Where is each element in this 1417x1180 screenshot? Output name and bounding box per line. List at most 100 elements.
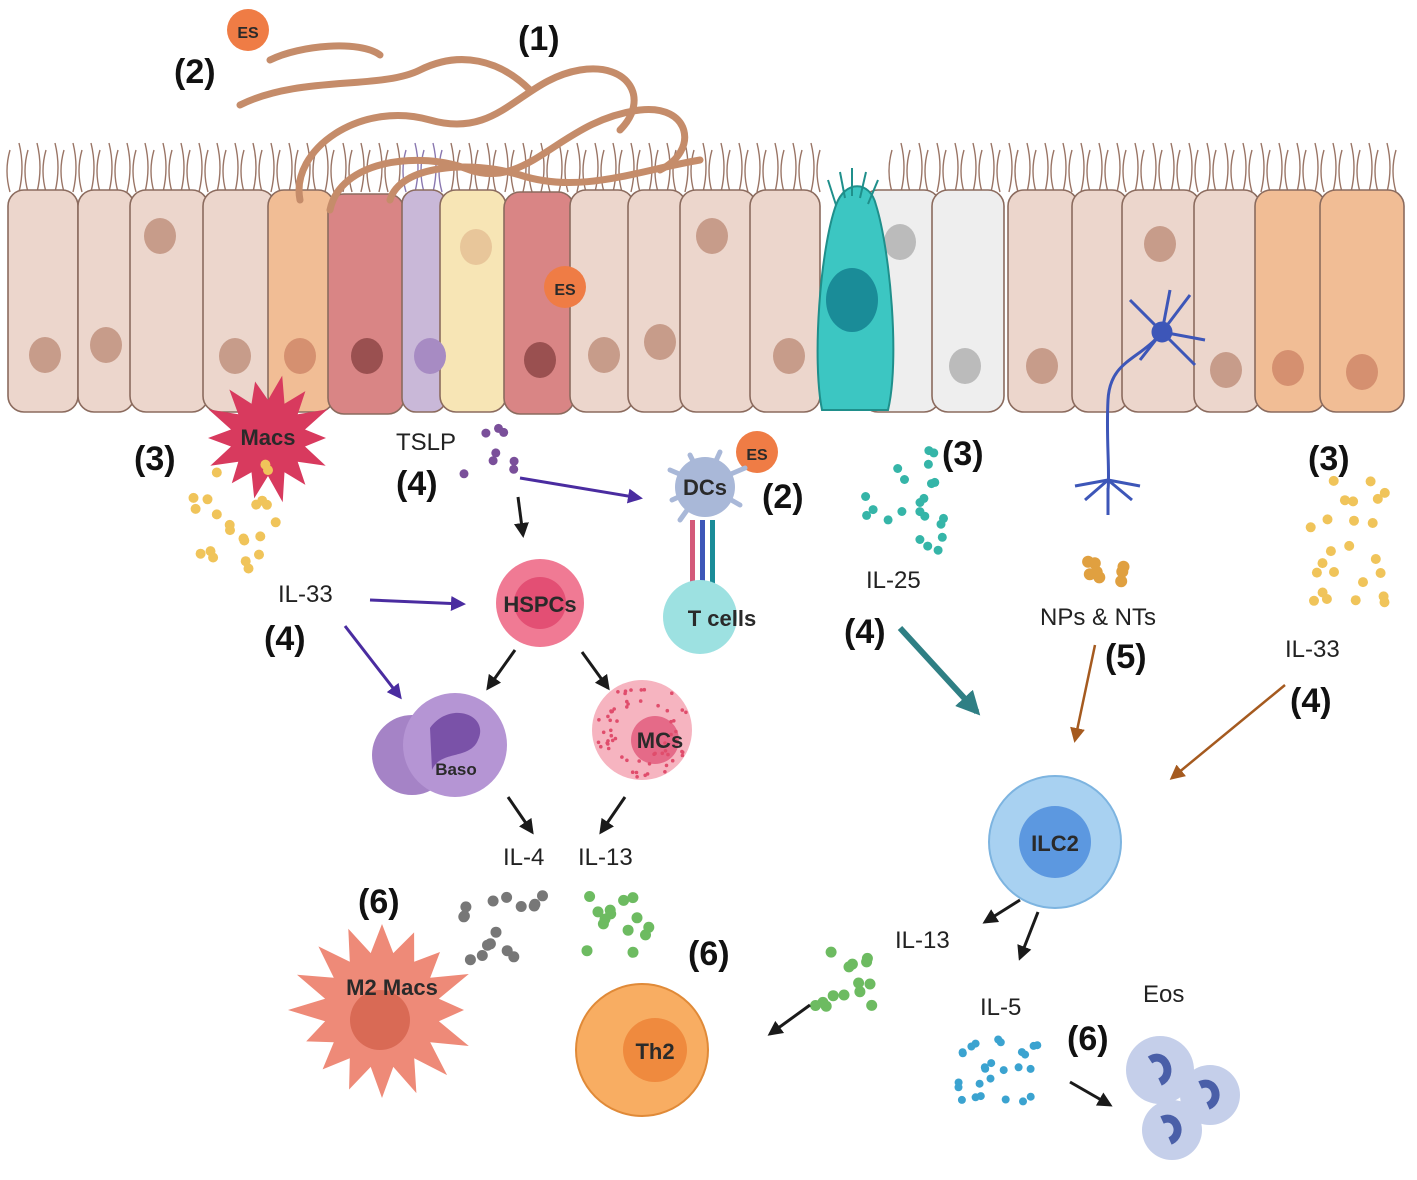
cytokine-dot (464, 954, 476, 966)
cytokine-dot (843, 961, 855, 973)
cytokine-dot (1021, 1050, 1030, 1059)
cytokine-dot (920, 511, 930, 521)
cytokine-dot (1014, 1063, 1023, 1072)
baso-label: Baso (435, 760, 477, 779)
cytokine-dot (1311, 567, 1322, 578)
cytokine-dot (999, 1066, 1008, 1075)
cytokine-dot (1117, 560, 1130, 573)
cytokine-dot (618, 894, 630, 906)
cytokine-dot (915, 498, 925, 507)
step-2-dcs: (2) (762, 478, 804, 516)
cytokine-dot (627, 946, 639, 958)
step-6-eos: (6) (1067, 1020, 1109, 1058)
cytokine-dot (1033, 1041, 1042, 1050)
cytokine-dot (211, 509, 222, 520)
mcs-label: MCs (637, 728, 683, 753)
il25-label: IL-25 (866, 567, 921, 594)
es-epithelium-label: ES (554, 282, 576, 299)
cytokine-dot (924, 446, 934, 456)
cytokine-dot (933, 545, 943, 555)
tslp-label: TSLP (396, 429, 456, 456)
cytokine-dot (224, 519, 235, 530)
cytokine-dot (923, 541, 933, 551)
cytokine-dot (484, 938, 496, 950)
step-2-es-top: (2) (174, 53, 216, 91)
cytokine-dot (490, 926, 502, 938)
cytokine-dot (631, 912, 643, 924)
step-4-tslp: (4) (396, 465, 438, 503)
es-particle-epithelium: ES (544, 266, 586, 308)
il4-label: IL-4 (503, 844, 544, 871)
nps-nts-label: NPs & NTs (1040, 604, 1156, 631)
es-particle-dcs: ES (736, 431, 778, 473)
cytokine-dot (1365, 476, 1376, 487)
arrows (343, 476, 1286, 1107)
cytokine-dot (188, 492, 199, 503)
cytokine-dot (1344, 540, 1355, 551)
cytokine-dot (627, 892, 639, 904)
cytokine-dot (515, 901, 527, 912)
eos-cells (1126, 1036, 1240, 1160)
cytokine-dot (937, 532, 947, 542)
cytokine-dot (900, 475, 909, 484)
cytokine-dot (1358, 577, 1368, 588)
cytokine-dot (491, 448, 501, 458)
cytokine-dot (202, 494, 213, 505)
cytokine-dot (854, 986, 866, 998)
cytokine-dots (188, 423, 1390, 1106)
cytokine-dot (643, 921, 655, 933)
cytokine-dot (499, 427, 509, 437)
cytokine-dot (255, 531, 266, 542)
cytokine-dot (958, 1048, 967, 1057)
il33-right-label: IL-33 (1285, 636, 1340, 663)
mcs-cell: MCs (592, 680, 692, 780)
t-cells-label: T cells (688, 606, 756, 631)
cytokine-dot (1026, 1064, 1035, 1073)
th2-label: Th2 (635, 1039, 674, 1064)
cytokine-dot (862, 510, 872, 520)
step-6-m2: (6) (358, 883, 400, 921)
cytokine-dot (537, 890, 548, 902)
cytokine-dot (592, 906, 604, 918)
cytokine-dot (488, 456, 498, 466)
cytokine-dot (866, 999, 878, 1011)
cytokine-dot (604, 904, 616, 916)
cytokine-dot (263, 465, 273, 476)
cytokine-dot (270, 517, 281, 528)
es-dcs-label: ES (746, 447, 768, 464)
cytokine-dot (1090, 566, 1103, 578)
cytokine-dot (251, 499, 262, 510)
cell-nuclei (29, 218, 1378, 390)
hspcs-cell: HSPCs (496, 559, 584, 647)
step-4-il33-left: (4) (264, 620, 306, 658)
cytokine-dot (487, 895, 499, 907)
cytokine-dot (976, 1092, 985, 1101)
cytokine-dot (897, 507, 907, 516)
dcs-cell: DCs (667, 449, 748, 523)
cytokine-dot (1322, 514, 1333, 525)
cytokine-dot (987, 1059, 996, 1068)
il13-ilc2-label: IL-13 (895, 927, 950, 954)
cytokine-dot (622, 924, 634, 936)
cytokine-dot (509, 464, 519, 474)
cytokine-labels: TSLP IL-33 IL-25 NPs & NTs IL-33 IL-4 IL… (278, 429, 1340, 1021)
cytokine-dot (1317, 558, 1328, 569)
cytokine-dot (838, 989, 850, 1001)
cytokine-dot (508, 951, 520, 963)
cytokine-dot (853, 977, 865, 989)
cytokine-dot (861, 952, 873, 964)
tcr-mhc-link (690, 520, 715, 600)
cytokine-dot (581, 945, 593, 957)
epithelium-layer (6, 42, 1405, 515)
cytokine-dot (868, 505, 878, 515)
cytokine-dot (195, 548, 206, 559)
baso-cell: Baso (372, 693, 507, 797)
step-1-top: (1) (518, 20, 560, 58)
cytokine-dot (240, 556, 251, 567)
cytokine-dot (1325, 546, 1336, 557)
cytokine-dot (1370, 554, 1381, 564)
t-cells: T cells (663, 580, 756, 654)
cytokine-dot (1375, 568, 1386, 578)
cytokine-dot (476, 950, 488, 961)
